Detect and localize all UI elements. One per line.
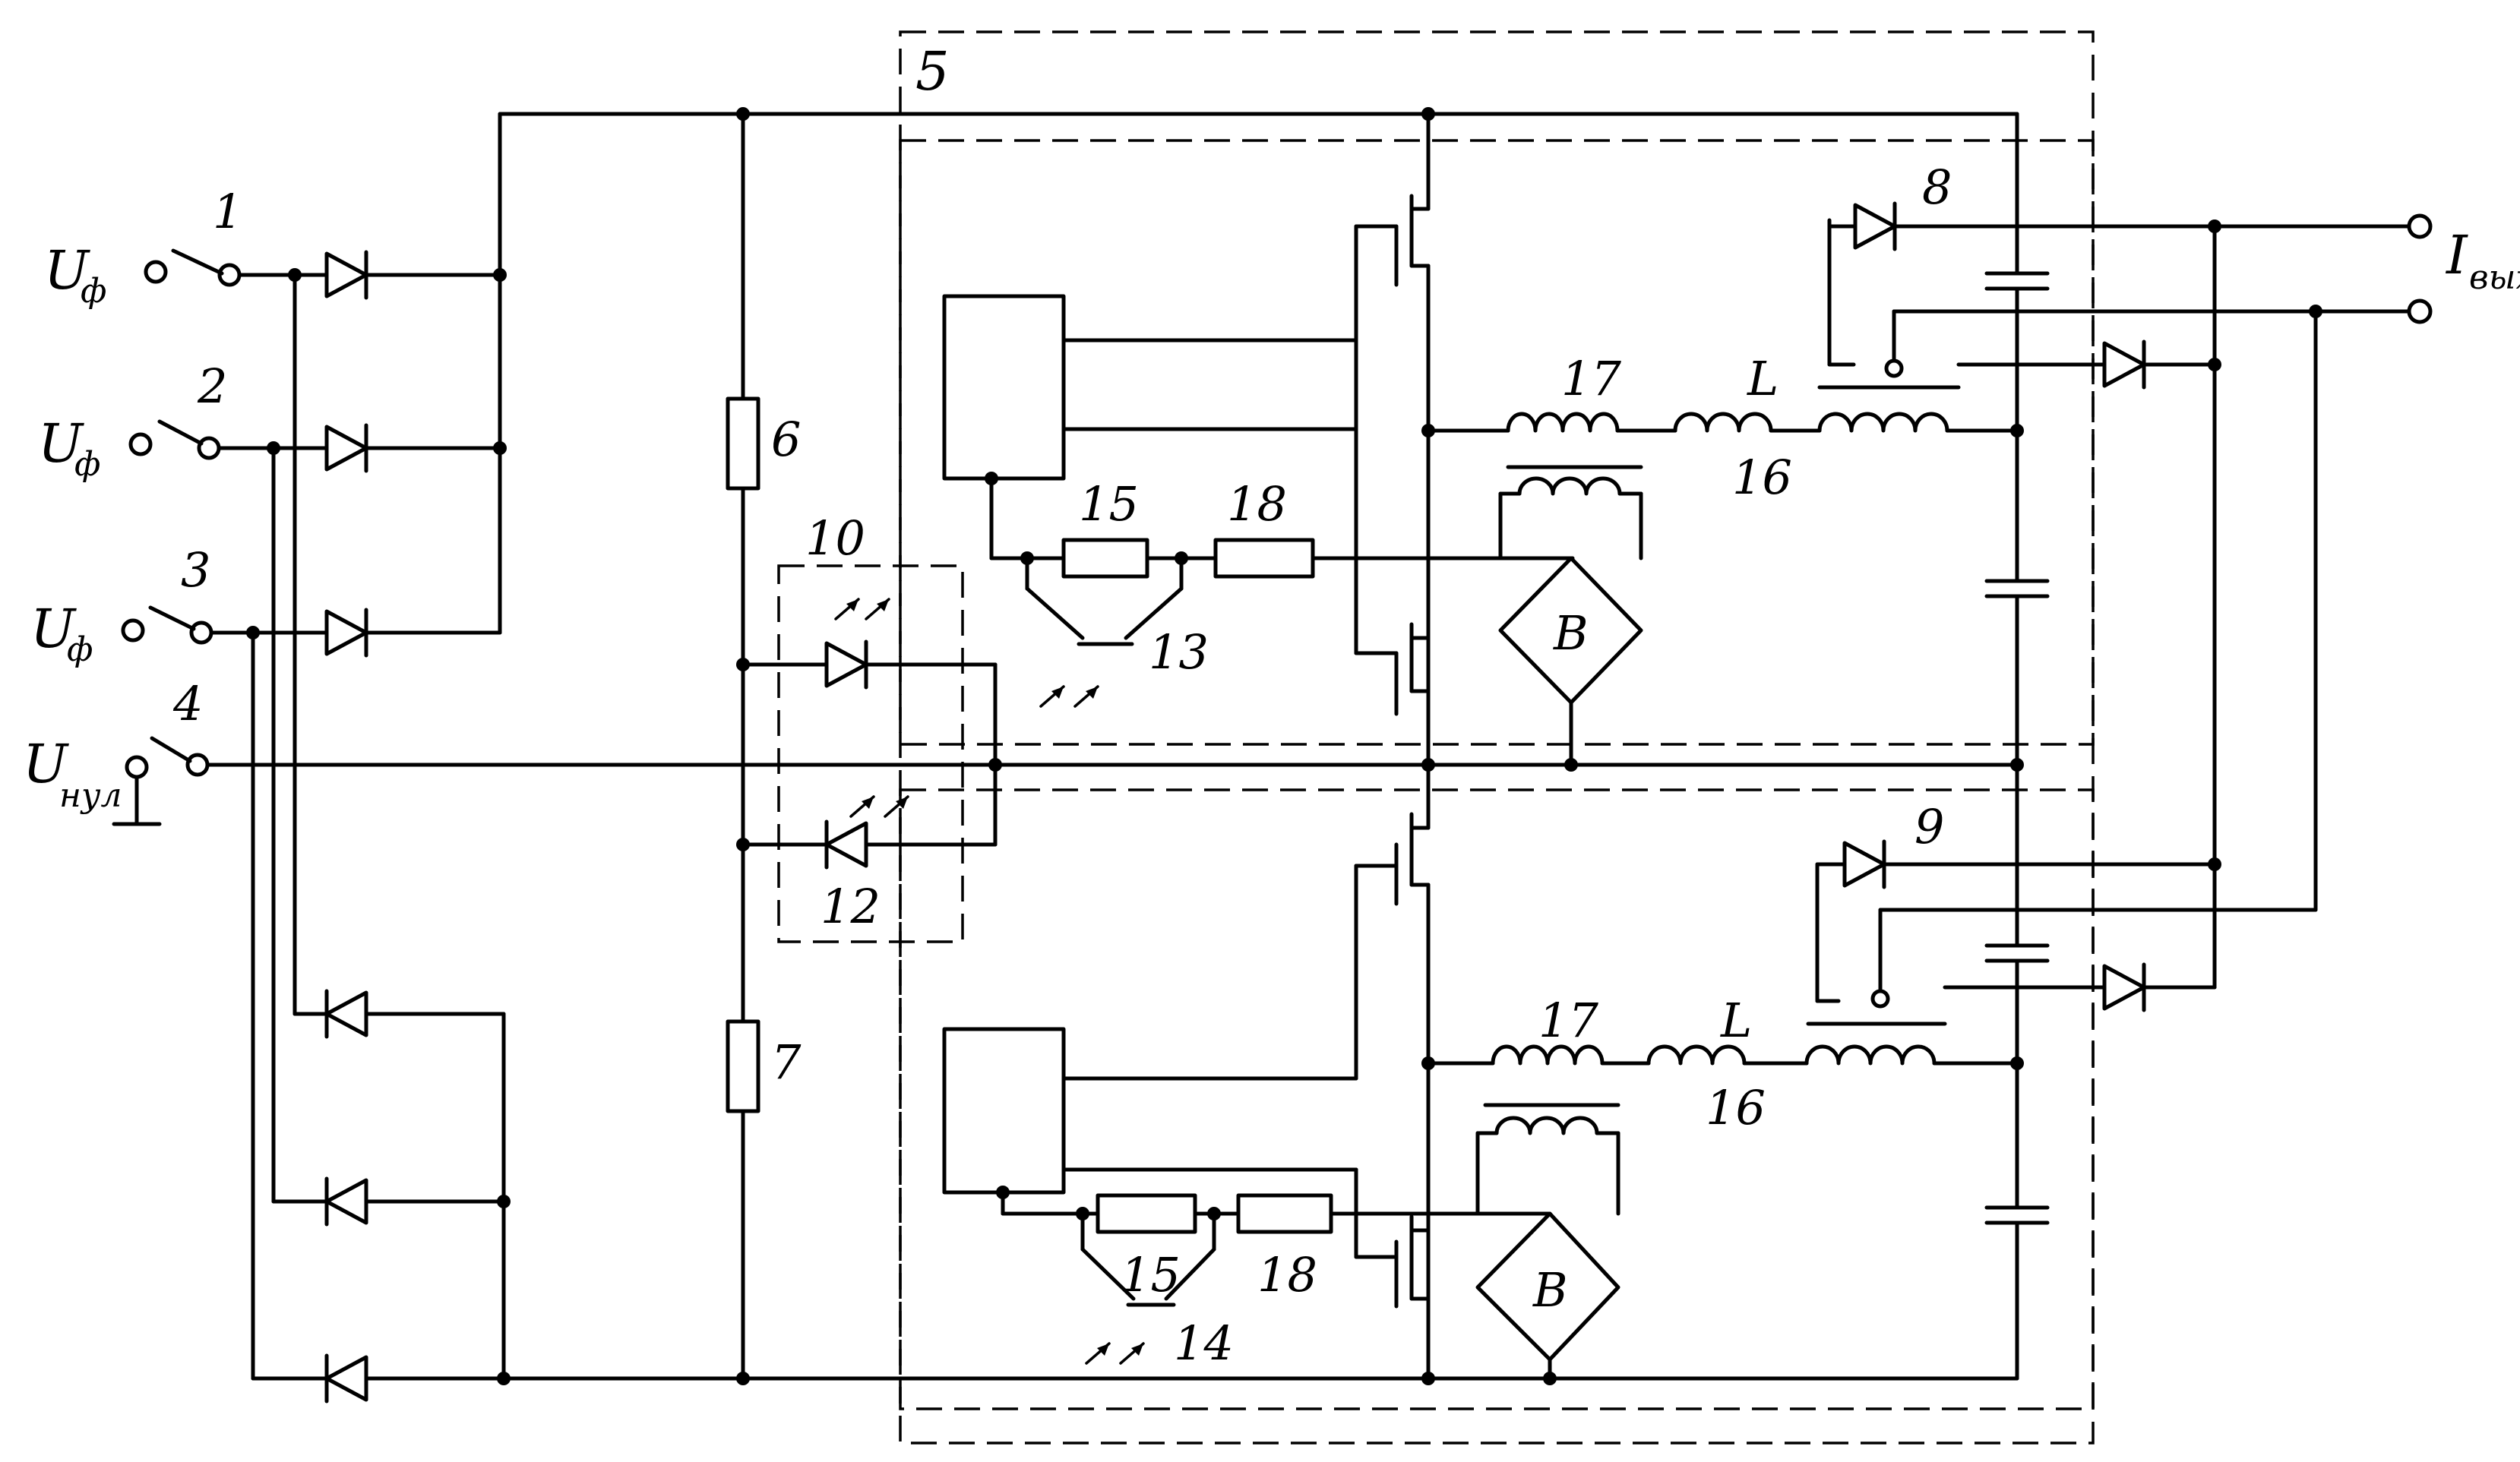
lower-bridge-label: B xyxy=(1532,1262,1568,1318)
upper-inductor-16-number: 16 xyxy=(1732,450,1792,505)
output-current-sub: вых xyxy=(2469,258,2520,297)
lower-inductor-l-symbol: L xyxy=(1720,993,1752,1048)
lower-phototransistor-14-number: 14 xyxy=(1174,1315,1234,1371)
block-5-lower-module xyxy=(900,790,2093,1409)
terminal-4 xyxy=(114,738,2017,824)
optocoupler-led-12-number: 12 xyxy=(821,879,881,934)
lower-transformer-primary xyxy=(1493,1047,1602,1063)
upper-resistor-15-number: 15 xyxy=(1079,476,1139,532)
lower-output-winding xyxy=(1807,1047,1934,1063)
upper-control-box xyxy=(944,296,1064,478)
output-current-label: I xyxy=(2445,224,2468,286)
lower-resistor-15-number: 15 xyxy=(1121,1247,1181,1303)
upper-inductor-16 xyxy=(1675,414,1771,431)
optocoupler-led-10-number: 10 xyxy=(805,510,865,566)
terminal-2-number: 2 xyxy=(197,358,227,414)
terminal-1 xyxy=(146,251,295,285)
output-diode-9-number: 9 xyxy=(1915,799,1944,854)
terminal-1-number: 1 xyxy=(213,184,242,239)
terminal-4-voltage-sub: нул xyxy=(59,776,122,815)
lower-resistor-18-number: 18 xyxy=(1257,1247,1317,1303)
terminal-4-number: 4 xyxy=(172,676,203,731)
terminal-2-voltage-sub: ф xyxy=(74,445,100,484)
lower-resistor-18 xyxy=(1238,1195,1331,1232)
block-5-upper-module xyxy=(900,141,2093,744)
resistor-6 xyxy=(728,399,758,488)
upper-resistor-18 xyxy=(1216,540,1313,576)
upper-resistor-18-number: 18 xyxy=(1227,476,1287,532)
upper-bridge-label: B xyxy=(1553,605,1589,661)
upper-transformer-primary xyxy=(1508,414,1617,431)
terminal-3-voltage-sub: ф xyxy=(67,630,93,669)
resistor-7-number: 7 xyxy=(771,1034,802,1090)
upper-resistor-15 xyxy=(1064,540,1147,576)
terminal-1-voltage-sub: ф xyxy=(81,272,106,311)
lower-transformer-secondary xyxy=(1497,1118,1597,1133)
block-5-outer-frame xyxy=(900,32,2093,1443)
upper-inductor-l-symbol: L xyxy=(1747,351,1779,406)
terminal-3-number: 3 xyxy=(181,542,210,598)
block-5-number: 5 xyxy=(915,40,950,103)
upper-output-winding xyxy=(1820,414,1947,431)
upper-phototransistor-13-number: 13 xyxy=(1149,624,1209,680)
lower-transformer-17-number: 17 xyxy=(1538,993,1598,1048)
lower-inductor-16-number: 16 xyxy=(1706,1080,1766,1135)
resistor-7 xyxy=(728,1022,758,1111)
lower-resistor-15 xyxy=(1098,1195,1195,1232)
output-diode-8-number: 8 xyxy=(1922,159,1952,215)
upper-transformer-17-number: 17 xyxy=(1561,351,1621,406)
lower-inductor-16 xyxy=(1649,1047,1744,1063)
upper-transformer-secondary xyxy=(1519,478,1620,494)
resistor-6-number: 6 xyxy=(771,412,801,467)
output-terminal-plus xyxy=(2409,216,2430,237)
lower-control-box xyxy=(944,1029,1064,1192)
terminal-3 xyxy=(123,608,295,643)
input-rectifier xyxy=(246,114,2017,1401)
output-terminal-minus xyxy=(2409,301,2430,322)
output-section xyxy=(2208,216,2430,987)
